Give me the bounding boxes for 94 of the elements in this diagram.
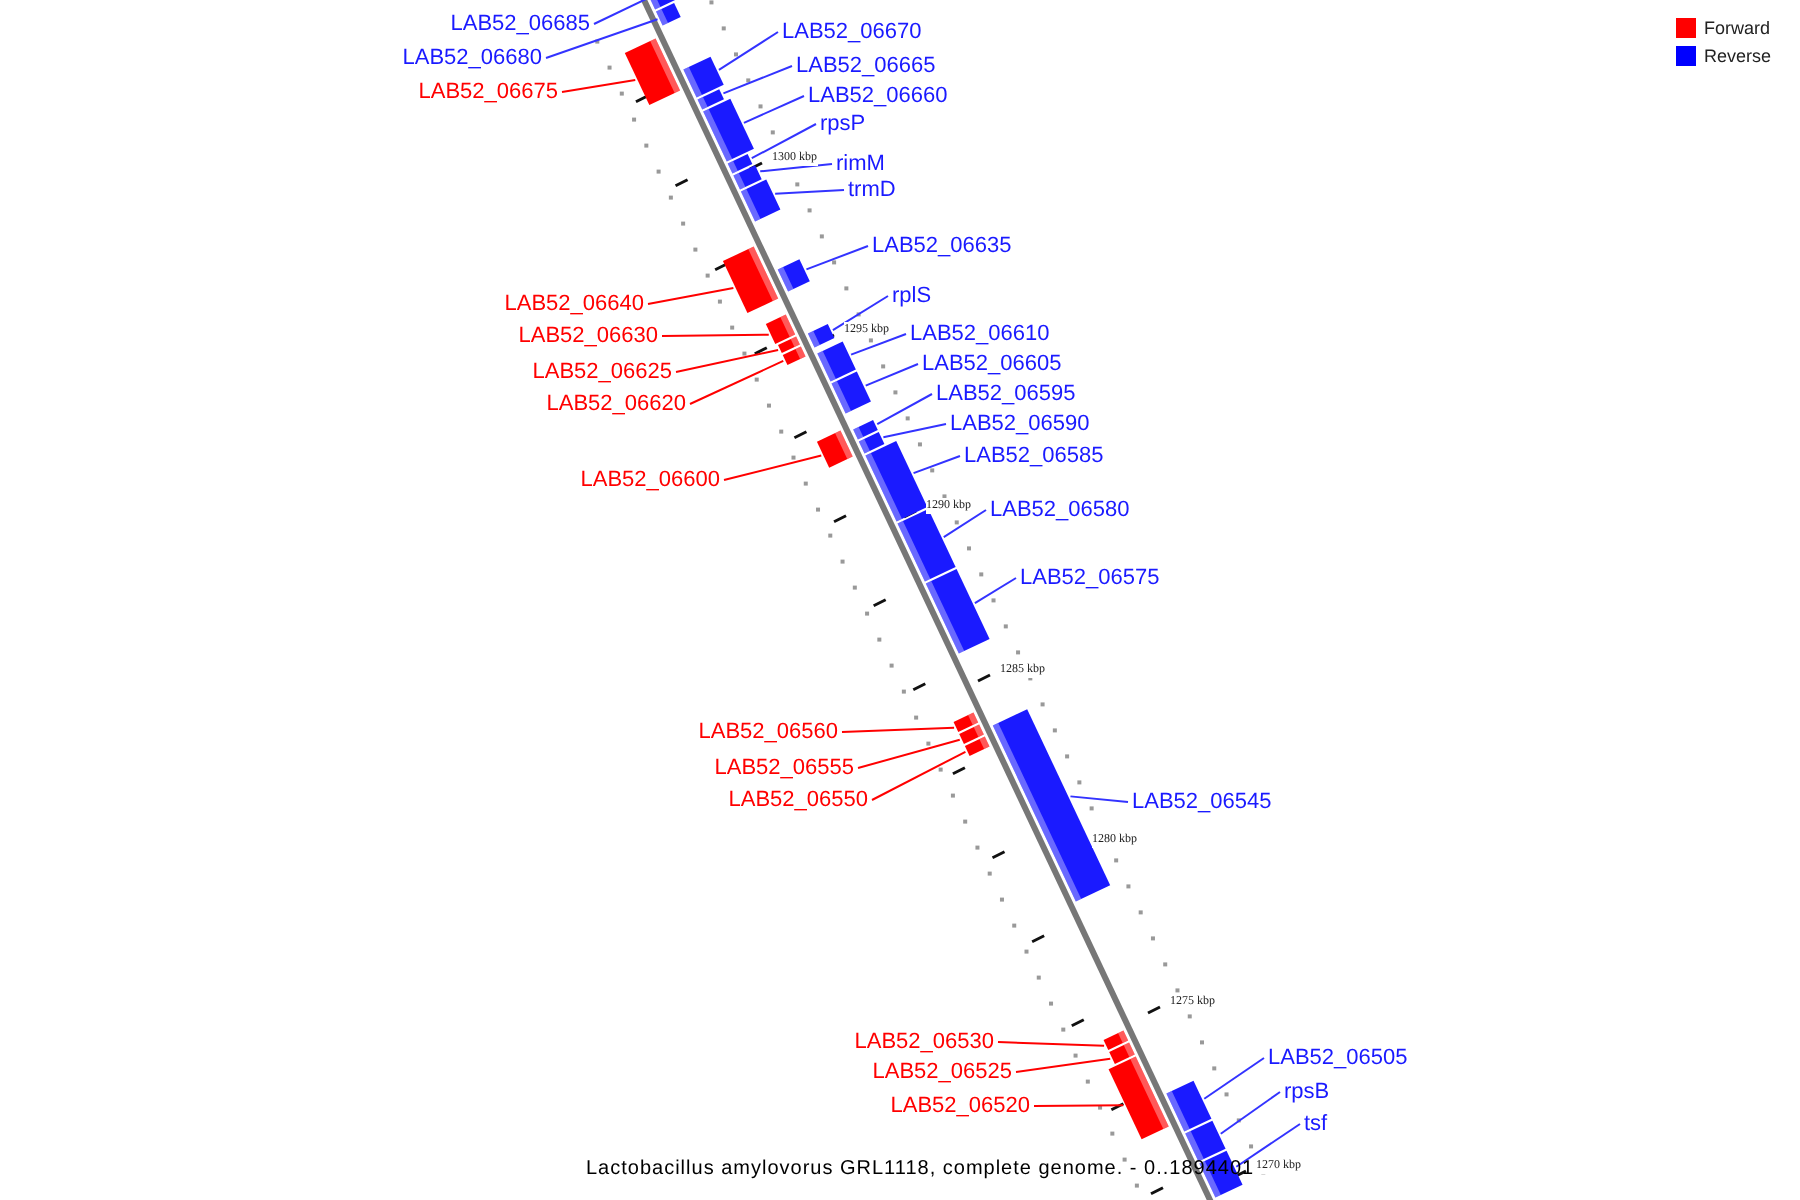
gene-label: LAB52_06680 [402,44,542,72]
leader-line [973,577,1017,605]
gene-block [697,89,724,110]
gene-block [1166,1080,1212,1132]
gene-block [865,440,928,522]
leader-line [871,750,967,801]
leader-line [841,726,956,733]
leader-line [1203,1057,1265,1100]
gene-label: LAB52_06685 [450,10,590,38]
gene-block [964,736,990,756]
gene-label: LAB52_06600 [580,466,720,494]
leader-line [661,333,770,337]
gene-label: LAB52_06670 [782,18,922,46]
leader-line [1069,795,1129,803]
leader-line [864,363,919,387]
leader-line [857,738,961,769]
gene-label: LAB52_06585 [964,442,1104,470]
gene-label: LAB52_06590 [950,410,1090,438]
gene-label: LAB52_06635 [872,232,1012,260]
leader-line [722,65,793,95]
gene-label: LAB52_06560 [698,718,838,746]
gene-block [722,246,779,314]
leader-line [593,0,649,25]
leader-line [1235,1123,1301,1168]
gene-label: LAB52_06630 [518,322,658,350]
gene-block [897,508,956,582]
leader-line [675,348,780,373]
leader-line [882,423,947,439]
gene-label: LAB52_06525 [872,1058,1012,1086]
leader-line [876,393,933,426]
gene-block [778,336,800,354]
gene-label: LAB52_06555 [714,754,854,782]
gene-label: trmD [848,176,896,204]
legend-label: Forward [1704,18,1771,38]
gene-label: rpsB [1284,1078,1330,1106]
gene-label: LAB52_06545 [1132,788,1272,816]
gene-label: LAB52_06665 [796,52,936,80]
gene-block [777,259,810,292]
gene-block [959,724,984,744]
gene-block [733,165,762,190]
gene-label: rimM [836,150,885,178]
leader-line [742,95,805,124]
leader-line [689,359,785,405]
gene-label: rpsP [820,110,866,138]
gene-block [831,371,871,414]
gene-label: LAB52_06575 [1020,564,1160,592]
gene-label: LAB52_06505 [1268,1044,1408,1072]
gene-label: rplS [892,282,932,310]
legend-label: Reverse [1704,46,1772,66]
leader-line [723,454,823,481]
gene-block [782,346,806,366]
gene-label: LAB52_06625 [532,358,672,386]
gene-block [727,154,753,174]
leader-line [805,245,869,271]
gene-block [1108,1056,1169,1140]
gene-block [1109,1042,1135,1064]
leader-line [774,189,845,195]
gene-label: LAB52_06595 [936,380,1076,408]
gene-label: LAB52_06605 [922,350,1062,378]
gene-block [1103,1030,1129,1050]
leader-line [545,18,659,59]
leader-line [1219,1091,1281,1135]
leader-line [912,455,961,475]
leader-line [1033,1104,1125,1107]
gene-label: LAB52_06640 [504,290,644,318]
gene-label: LAB52_06550 [728,786,868,814]
gene-label: LAB52_06520 [890,1092,1030,1120]
leader-line [997,1041,1106,1047]
gene-block [807,324,835,348]
leader-line [750,123,817,160]
leader-line [942,509,987,539]
leader-line [717,31,779,71]
leader-line [850,333,907,356]
leader-line [831,295,889,332]
gene-block [953,712,979,732]
leader-line [647,286,735,305]
gene-label: LAB52_06660 [808,82,948,110]
gene-label: LAB52_06530 [854,1028,994,1056]
gene-block [1185,1120,1226,1162]
leader-line [759,163,833,173]
gene-label: LAB52_06610 [910,320,1050,348]
gene-label: LAB52_06675 [418,78,558,106]
gene-block [858,432,885,454]
gene-block [853,420,878,440]
gene-label: LAB52_06620 [546,390,686,418]
gene-block [656,2,681,26]
leader-line [1015,1057,1112,1073]
gene-block [624,38,681,106]
leader-line [561,78,637,93]
gene-block [817,341,856,382]
gene-block [816,430,853,468]
gene-label: tsf [1304,1110,1328,1138]
gene-block [925,568,990,654]
gene-label: LAB52_06580 [990,496,1130,524]
